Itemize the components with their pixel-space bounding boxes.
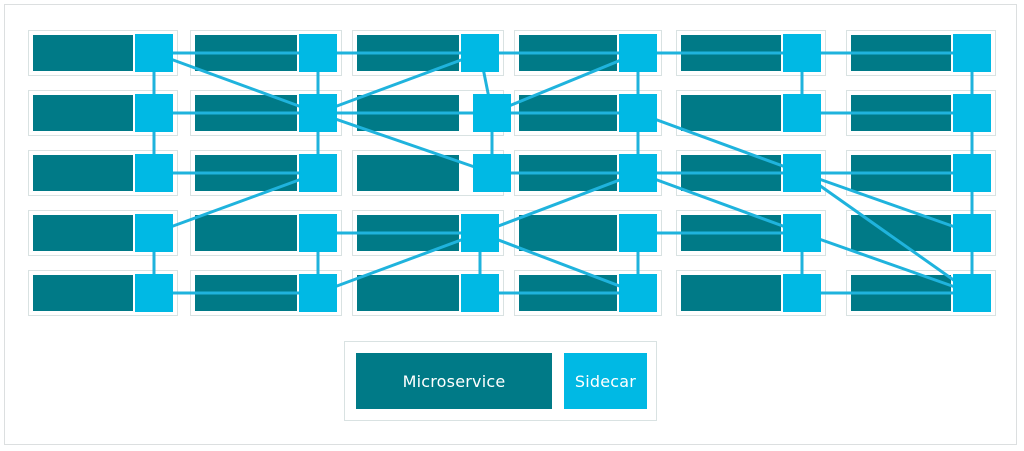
mesh-connection [152,171,320,235]
sidecar-block [953,214,991,252]
microservice-block [357,275,459,311]
mesh-connection [316,51,482,115]
sidecar-block [953,154,991,192]
sidecar-block [473,94,511,132]
sidecar-block [619,154,657,192]
sidecar-block [135,214,173,252]
sidecar-block [619,214,657,252]
sidecar-block [783,94,821,132]
sidecar-block [619,274,657,312]
microservice-block [195,215,297,251]
mesh-connection [636,111,804,175]
sidecar-block [135,154,173,192]
microservice-block [519,215,617,251]
mesh-connection [478,171,640,235]
sidecar-block [135,274,173,312]
sidecar-block [299,154,337,192]
microservice-block [33,95,133,131]
microservice-block [681,95,781,131]
microservice-block [681,275,781,311]
microservice-block [33,35,133,71]
legend-microservice: Microservice [356,353,552,409]
sidecar-block [299,94,337,132]
mesh-connection [800,171,974,295]
mesh-connection [316,111,494,175]
mesh-connection [800,171,974,235]
mesh-connection [152,51,320,115]
mesh-connection [478,231,640,295]
legend-microservice-label: Microservice [402,371,506,391]
sidecar-block [461,214,499,252]
microservice-block [357,155,459,191]
mesh-connection [490,51,640,115]
sidecar-block [299,34,337,72]
sidecar-block [783,274,821,312]
mesh-connection [800,231,974,295]
sidecar-block [953,34,991,72]
sidecar-block [461,34,499,72]
legend-sidecar: Sidecar [564,353,647,409]
legend-sidecar-label: Sidecar [574,371,637,391]
sidecar-block [135,34,173,72]
microservice-block [33,275,133,311]
legend: Microservice Sidecar [344,341,657,421]
sidecar-block [783,154,821,192]
sidecar-block [783,34,821,72]
sidecar-block [299,274,337,312]
microservice-block [33,155,133,191]
sidecar-block [953,94,991,132]
sidecar-block [135,94,173,132]
mesh-connection [316,231,482,295]
sidecar-block [299,214,337,252]
sidecar-block [473,154,511,192]
mesh-connection [636,171,804,235]
sidecar-block [619,34,657,72]
sidecar-block [461,274,499,312]
sidecar-block [619,94,657,132]
sidecar-block [953,274,991,312]
sidecar-block [783,214,821,252]
microservice-block [33,215,133,251]
